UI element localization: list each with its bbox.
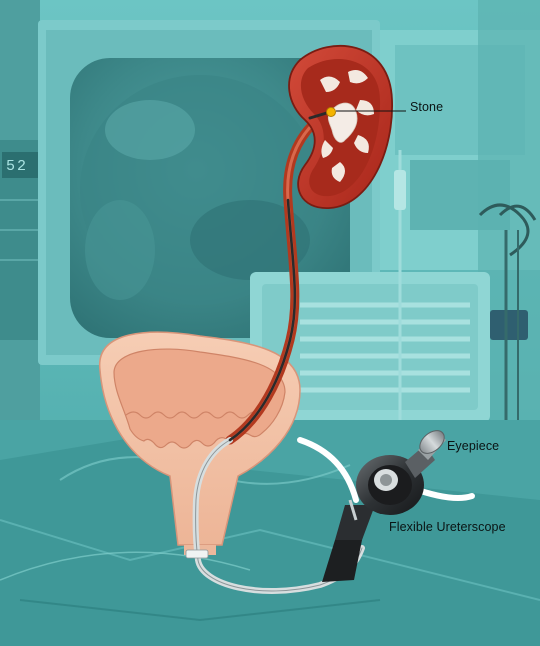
flexible-ureterscope-label: Flexible Ureterscope (389, 520, 506, 534)
urethra-port (186, 550, 208, 558)
stone-label: Stone (410, 100, 443, 114)
monitor-readout: 52 (6, 158, 28, 175)
eyepiece-label: Eyepiece (447, 439, 499, 453)
kidney-stone (327, 108, 336, 117)
